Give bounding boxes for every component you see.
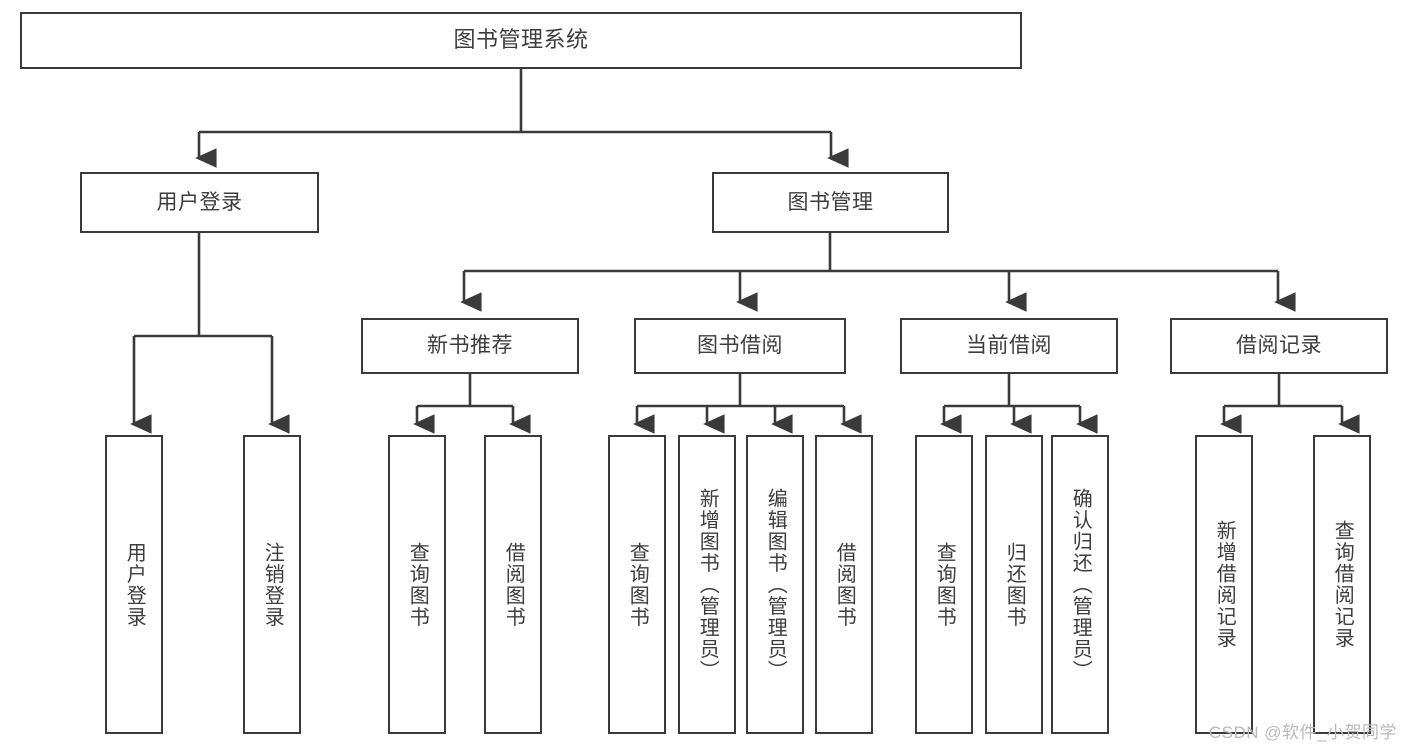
leaf-confirm-return-admin[interactable]: 确认归还（管理员） — [1051, 435, 1109, 734]
leaf-query-borrow-record[interactable]: 查询借阅记录 — [1313, 435, 1371, 734]
node-label: 新书推荐 — [427, 334, 513, 358]
node-label: 查询借阅记录 — [1331, 520, 1354, 649]
leaf-borrow-book-recommend[interactable]: 借阅图书 — [484, 435, 542, 734]
node-label: 查询图书 — [626, 541, 649, 628]
node-book-management[interactable]: 图书管理 — [712, 172, 949, 233]
node-label: 确认归还（管理员） — [1069, 487, 1092, 682]
leaf-query-book-recommend[interactable]: 查询图书 — [388, 435, 446, 734]
node-label: 查询图书 — [406, 541, 429, 628]
node-label: 注销登录 — [261, 541, 284, 628]
node-user-login[interactable]: 用户登录 — [80, 172, 319, 233]
node-label: 用户登录 — [123, 541, 146, 628]
node-label: 新增借阅记录 — [1213, 520, 1236, 649]
leaf-logout[interactable]: 注销登录 — [243, 435, 301, 734]
node-borrow-record[interactable]: 借阅记录 — [1170, 318, 1388, 374]
node-label: 查询图书 — [933, 541, 956, 628]
csdn-watermark: CSDN @软件_小贺同学 — [1208, 723, 1397, 742]
node-label: 图书管理系统 — [453, 27, 589, 53]
node-book-management-system[interactable]: 图书管理系统 — [20, 12, 1022, 69]
node-label: 编辑图书（管理员） — [764, 487, 787, 682]
leaf-query-book-current[interactable]: 查询图书 — [915, 435, 973, 734]
leaf-add-book-admin[interactable]: 新增图书（管理员） — [678, 435, 736, 734]
node-label: 新增图书（管理员） — [696, 487, 719, 682]
node-label: 借阅图书 — [833, 541, 856, 628]
leaf-borrow-book[interactable]: 借阅图书 — [815, 435, 873, 734]
node-new-book-recommend[interactable]: 新书推荐 — [361, 318, 579, 374]
node-label: 当前借阅 — [966, 334, 1052, 358]
node-label: 图书管理 — [787, 190, 874, 214]
node-label: 图书借阅 — [697, 334, 783, 358]
node-label: 归还图书 — [1003, 541, 1026, 628]
node-current-borrow[interactable]: 当前借阅 — [900, 318, 1118, 374]
leaf-edit-book-admin[interactable]: 编辑图书（管理员） — [746, 435, 804, 734]
node-label: 借阅记录 — [1236, 334, 1322, 358]
node-label: 借阅图书 — [502, 541, 525, 628]
leaf-return-book[interactable]: 归还图书 — [985, 435, 1043, 734]
leaf-query-book-borrow[interactable]: 查询图书 — [608, 435, 666, 734]
leaf-user-login[interactable]: 用户登录 — [105, 435, 163, 734]
node-label: 用户登录 — [156, 190, 243, 214]
leaf-add-borrow-record[interactable]: 新增借阅记录 — [1195, 435, 1253, 734]
node-book-borrow[interactable]: 图书借阅 — [634, 318, 846, 374]
